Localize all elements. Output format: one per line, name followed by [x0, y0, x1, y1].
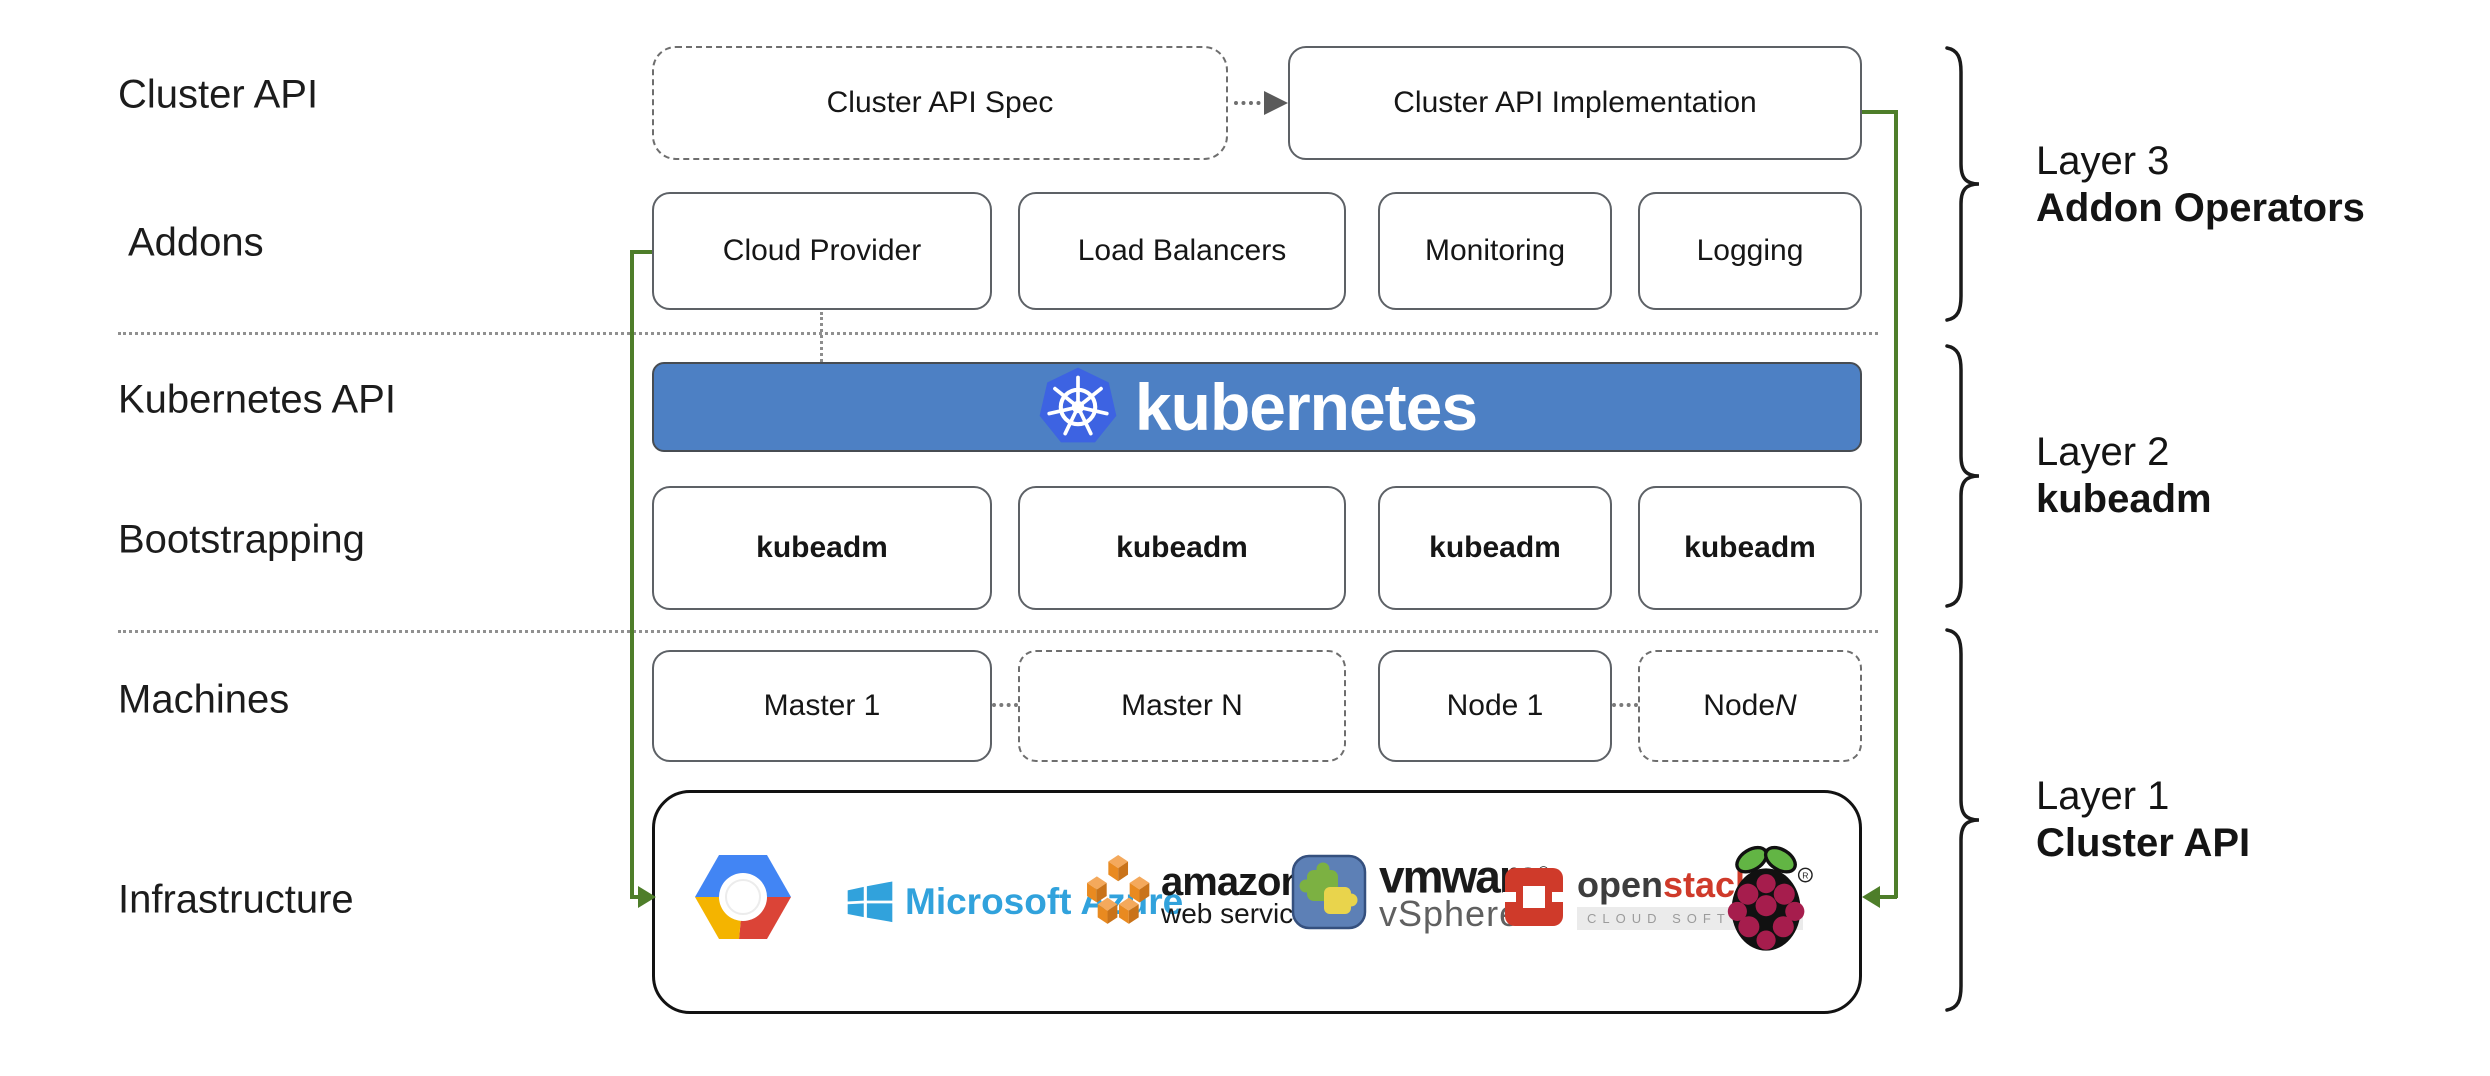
green-arrowhead-into-infra-right-icon	[1862, 886, 1880, 908]
layer-1-brace	[1945, 628, 1980, 1012]
machine-box-master-1: Master 1	[652, 650, 992, 762]
row-label-cluster-api: Cluster API	[118, 72, 319, 117]
kubeadm-box-2: kubeadm	[1018, 486, 1346, 610]
cluster-api-implementation-box: Cluster API Implementation	[1288, 46, 1862, 160]
layer-2-brace	[1945, 344, 1980, 608]
master-dotted-connector	[992, 703, 1018, 707]
raspberry-pi-icon: R	[1727, 845, 1813, 951]
machine-box-master-n: Master N	[1018, 650, 1346, 762]
green-line-right-bottom	[1880, 895, 1897, 899]
openstack-cube-icon	[1503, 867, 1565, 926]
section-divider-bottom	[118, 630, 1878, 633]
cloud-provider-dotted-connector	[820, 312, 823, 362]
spec-to-impl-arrowhead-icon	[1264, 91, 1288, 115]
node-n-variable: N	[1775, 689, 1797, 722]
section-divider-top	[118, 332, 1878, 335]
layer-2-name: kubeadm	[2036, 477, 2212, 521]
kubernetes-banner: kubernetes	[652, 362, 1862, 452]
azure-window-icon	[847, 881, 893, 923]
row-label-addons: Addons	[128, 220, 264, 265]
addon-box-load-balancers: Load Balancers	[1018, 192, 1346, 310]
vsphere-subtext: vSphere	[1379, 893, 1521, 935]
layer-1-title: Layer 1	[2036, 774, 2170, 818]
spec-to-impl-dotted-line	[1234, 101, 1268, 105]
google-cloud-hexagon-icon	[695, 855, 791, 939]
green-line-left-bottom	[630, 895, 640, 899]
node-dotted-connector	[1612, 703, 1638, 707]
row-label-infrastructure: Infrastructure	[118, 877, 354, 922]
row-label-bootstrapping: Bootstrapping	[118, 517, 365, 562]
addon-box-cloud-provider: Cloud Provider	[652, 192, 992, 310]
layer-3-brace	[1945, 46, 1980, 322]
infrastructure-box: Microsoft Azure	[652, 790, 1862, 1014]
green-line-cloudprovider-horizontal	[630, 250, 652, 254]
kubernetes-logo-icon	[1039, 367, 1117, 443]
layer-3-title: Layer 3	[2036, 139, 2170, 183]
green-arrowhead-into-infra-left-icon	[638, 886, 656, 908]
machine-box-node-n: Node N	[1638, 650, 1862, 762]
row-label-kubernetes-api: Kubernetes API	[118, 377, 396, 422]
addon-box-logging: Logging	[1638, 192, 1862, 310]
openstack-word-open: open	[1577, 864, 1663, 905]
layer-3-annotation: Layer 3 Addon Operators	[2036, 138, 2365, 232]
svg-text:R: R	[1802, 870, 1808, 880]
machine-box-node-1: Node 1	[1378, 650, 1612, 762]
layer-1-annotation: Layer 1 Cluster API	[2036, 773, 2250, 867]
vmware-puzzle-icon	[1291, 854, 1367, 929]
cluster-api-spec-box: Cluster API Spec	[652, 46, 1228, 160]
layer-1-name: Cluster API	[2036, 821, 2251, 865]
kubeadm-box-3: kubeadm	[1378, 486, 1612, 610]
layer-2-annotation: Layer 2 kubeadm	[2036, 429, 2212, 523]
kubeadm-box-1: kubeadm	[652, 486, 992, 610]
addon-box-monitoring: Monitoring	[1378, 192, 1612, 310]
green-line-implementation-horizontal	[1862, 110, 1898, 114]
layer-2-title: Layer 2	[2036, 430, 2170, 474]
node-n-label: Node	[1703, 689, 1776, 722]
aws-logo: amazon web services	[1087, 855, 1323, 937]
raspberry-pi-logo: R	[1723, 837, 1813, 959]
google-cloud-logo	[691, 845, 795, 949]
aws-cubes-icon	[1087, 855, 1150, 924]
kubeadm-box-4: kubeadm	[1638, 486, 1862, 610]
row-label-machines: Machines	[118, 677, 290, 722]
green-line-right-vertical	[1894, 110, 1898, 898]
aws-wordmark: amazon	[1161, 860, 1305, 904]
layer-3-name: Addon Operators	[2036, 186, 2365, 230]
green-line-left-vertical	[630, 250, 634, 898]
kubernetes-wordmark: kubernetes	[1134, 370, 1478, 444]
